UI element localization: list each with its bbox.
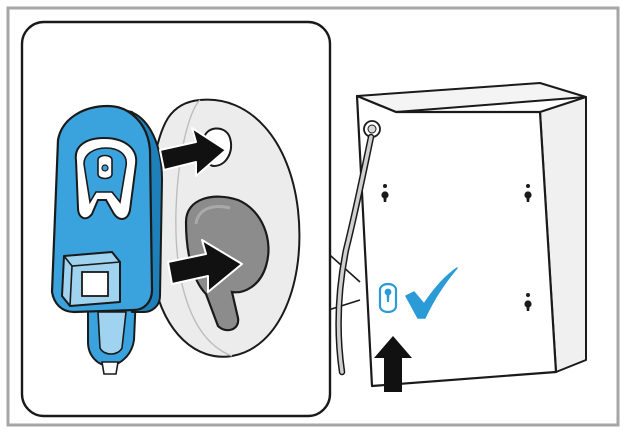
cabinet-back-panel xyxy=(355,94,558,388)
zoom-detail-panel xyxy=(20,20,332,418)
outer-frame xyxy=(6,6,620,427)
fitted-cap-marker xyxy=(378,282,398,314)
keyhole-icon xyxy=(381,184,389,202)
appliance-cabinet xyxy=(355,82,587,388)
checkmark-icon xyxy=(405,267,458,319)
water-hose xyxy=(335,120,381,376)
arrow-right-icon xyxy=(167,239,243,293)
keyhole-icon xyxy=(524,184,532,202)
keyhole-icon xyxy=(524,293,532,311)
arrow-up-icon xyxy=(374,336,412,392)
arrow-right-icon xyxy=(159,127,227,177)
